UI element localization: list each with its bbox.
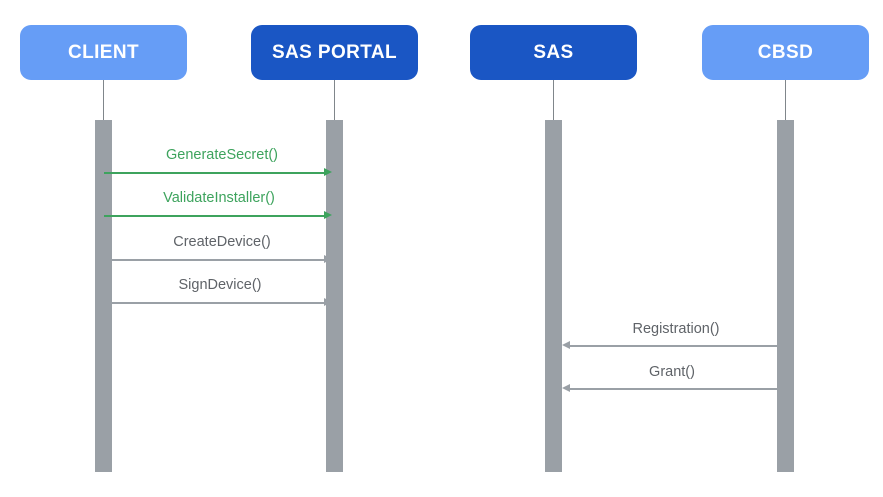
actor-box-cbsd[interactable]: CBSD (702, 25, 869, 80)
activation-bar-cbsd (777, 120, 794, 472)
message-line-grant (570, 388, 778, 390)
message-line-validate-installer (104, 215, 324, 217)
activation-bar-client (95, 120, 112, 472)
message-label-registration: Registration() (632, 321, 720, 337)
lifeline-cbsd (785, 80, 786, 125)
message-line-sign-device (104, 302, 324, 304)
message-label-generate-secret: GenerateSecret() (165, 147, 279, 163)
message-label-grant: Grant() (649, 364, 695, 380)
lifeline-client (103, 80, 104, 125)
message-arrowhead-sign-device (324, 298, 332, 306)
message-line-generate-secret (104, 172, 324, 174)
lifeline-sas (553, 80, 554, 125)
message-line-create-device (104, 259, 324, 261)
message-arrowhead-generate-secret (324, 168, 332, 176)
message-arrowhead-grant (562, 384, 570, 392)
actor-label-sas-portal: SAS PORTAL (271, 41, 398, 63)
lifeline-sas-portal (334, 80, 335, 125)
actor-label-client: CLIENT (67, 41, 139, 63)
actor-box-sas-portal[interactable]: SAS PORTAL (251, 25, 418, 80)
actor-label-cbsd: CBSD (757, 41, 814, 63)
message-line-registration (570, 345, 778, 347)
activation-bar-sas (545, 120, 562, 472)
message-label-create-device: CreateDevice() (173, 234, 271, 250)
actor-label-sas: SAS (533, 41, 574, 63)
message-arrowhead-validate-installer (324, 211, 332, 219)
message-arrowhead-registration (562, 341, 570, 349)
activation-bar-sas-portal (326, 120, 343, 472)
message-label-sign-device: SignDevice() (178, 277, 262, 293)
message-label-validate-installer: ValidateInstaller() (163, 190, 275, 206)
message-arrowhead-create-device (324, 255, 332, 263)
actor-box-sas[interactable]: SAS (470, 25, 637, 80)
actor-box-client[interactable]: CLIENT (20, 25, 187, 80)
